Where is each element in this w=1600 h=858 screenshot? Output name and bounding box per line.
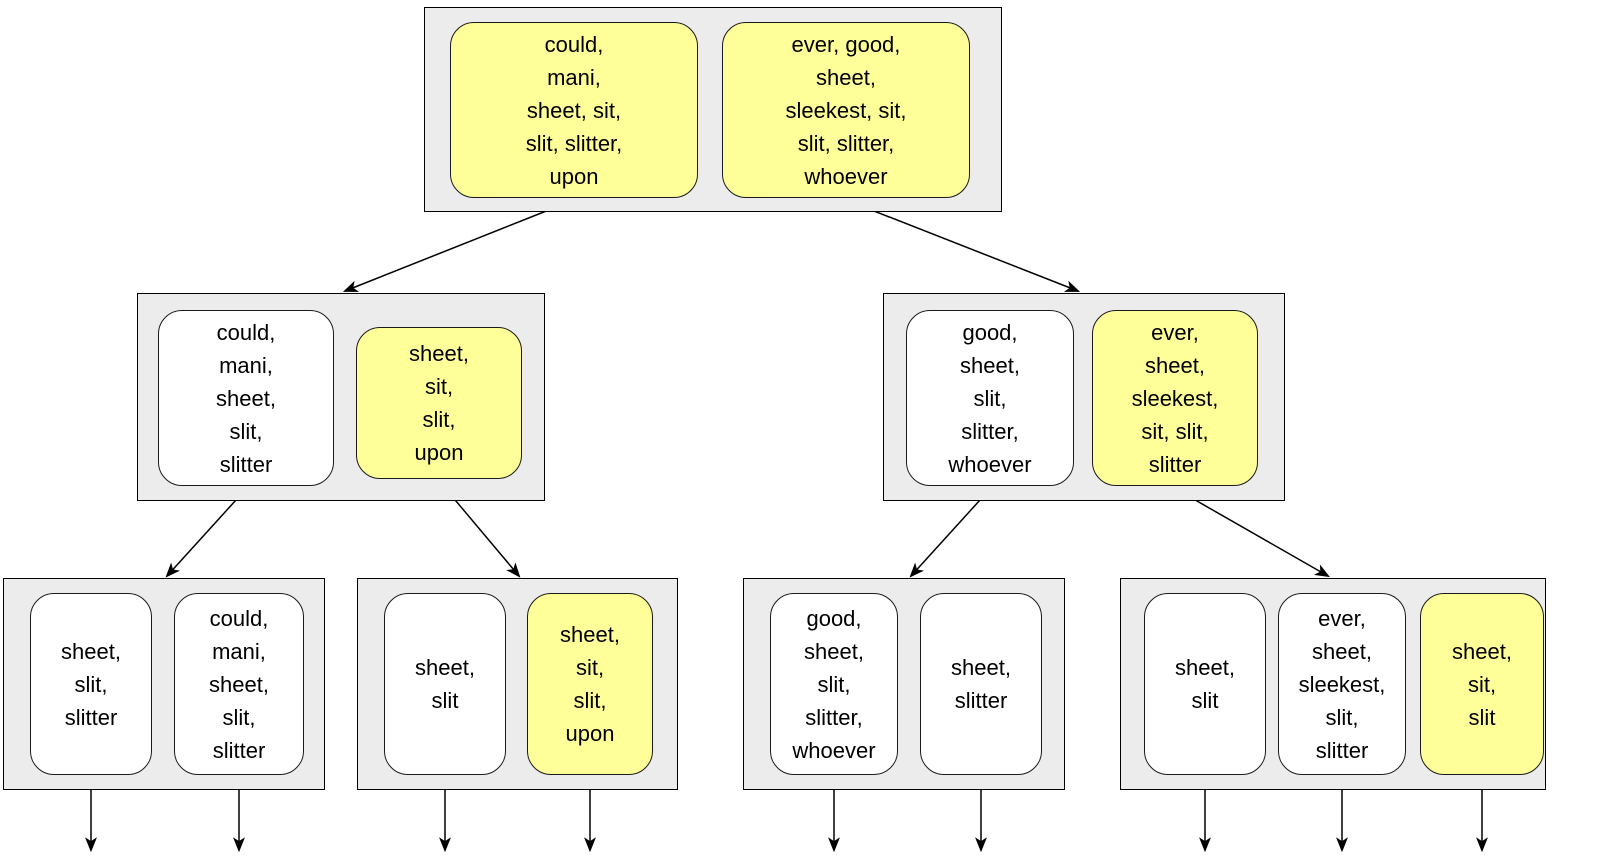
- tree-node-highlighted[interactable]: sheet, sit, slit, upon: [356, 327, 522, 479]
- tree-node[interactable]: sheet, slit, slitter: [30, 593, 152, 775]
- tree-node[interactable]: good, sheet, slit, slitter, whoever: [906, 310, 1074, 486]
- tree-node-highlighted[interactable]: ever, good, sheet, sleekest, sit, slit, …: [722, 22, 970, 198]
- tree-edge-arrow: [909, 488, 991, 578]
- tree-edge-arrow: [1175, 488, 1330, 578]
- tree-node[interactable]: could, mani, sheet, slit, slitter: [174, 593, 304, 775]
- tree-edge-arrow: [165, 488, 247, 578]
- tree-node[interactable]: sheet, slitter: [920, 593, 1042, 775]
- tree-node[interactable]: could, mani, sheet, slit, slitter: [158, 310, 334, 486]
- tree-node[interactable]: ever, sheet, sleekest, slit, slitter: [1278, 593, 1406, 775]
- tree-node[interactable]: sheet, slit: [1144, 593, 1266, 775]
- tree-node[interactable]: sheet, slit: [384, 593, 506, 775]
- tree-node[interactable]: good, sheet, slit, slitter, whoever: [770, 593, 898, 775]
- tree-node-highlighted[interactable]: sheet, sit, slit: [1420, 593, 1544, 775]
- tree-node-highlighted[interactable]: sheet, sit, slit, upon: [527, 593, 653, 775]
- tree-node-highlighted[interactable]: could, mani, sheet, sit, slit, slitter, …: [450, 22, 698, 198]
- tree-node-highlighted[interactable]: ever, sheet, sleekest, sit, slit, slitte…: [1092, 310, 1258, 486]
- tree-edge-arrow: [342, 199, 575, 292]
- tree-edge-arrow: [845, 199, 1081, 292]
